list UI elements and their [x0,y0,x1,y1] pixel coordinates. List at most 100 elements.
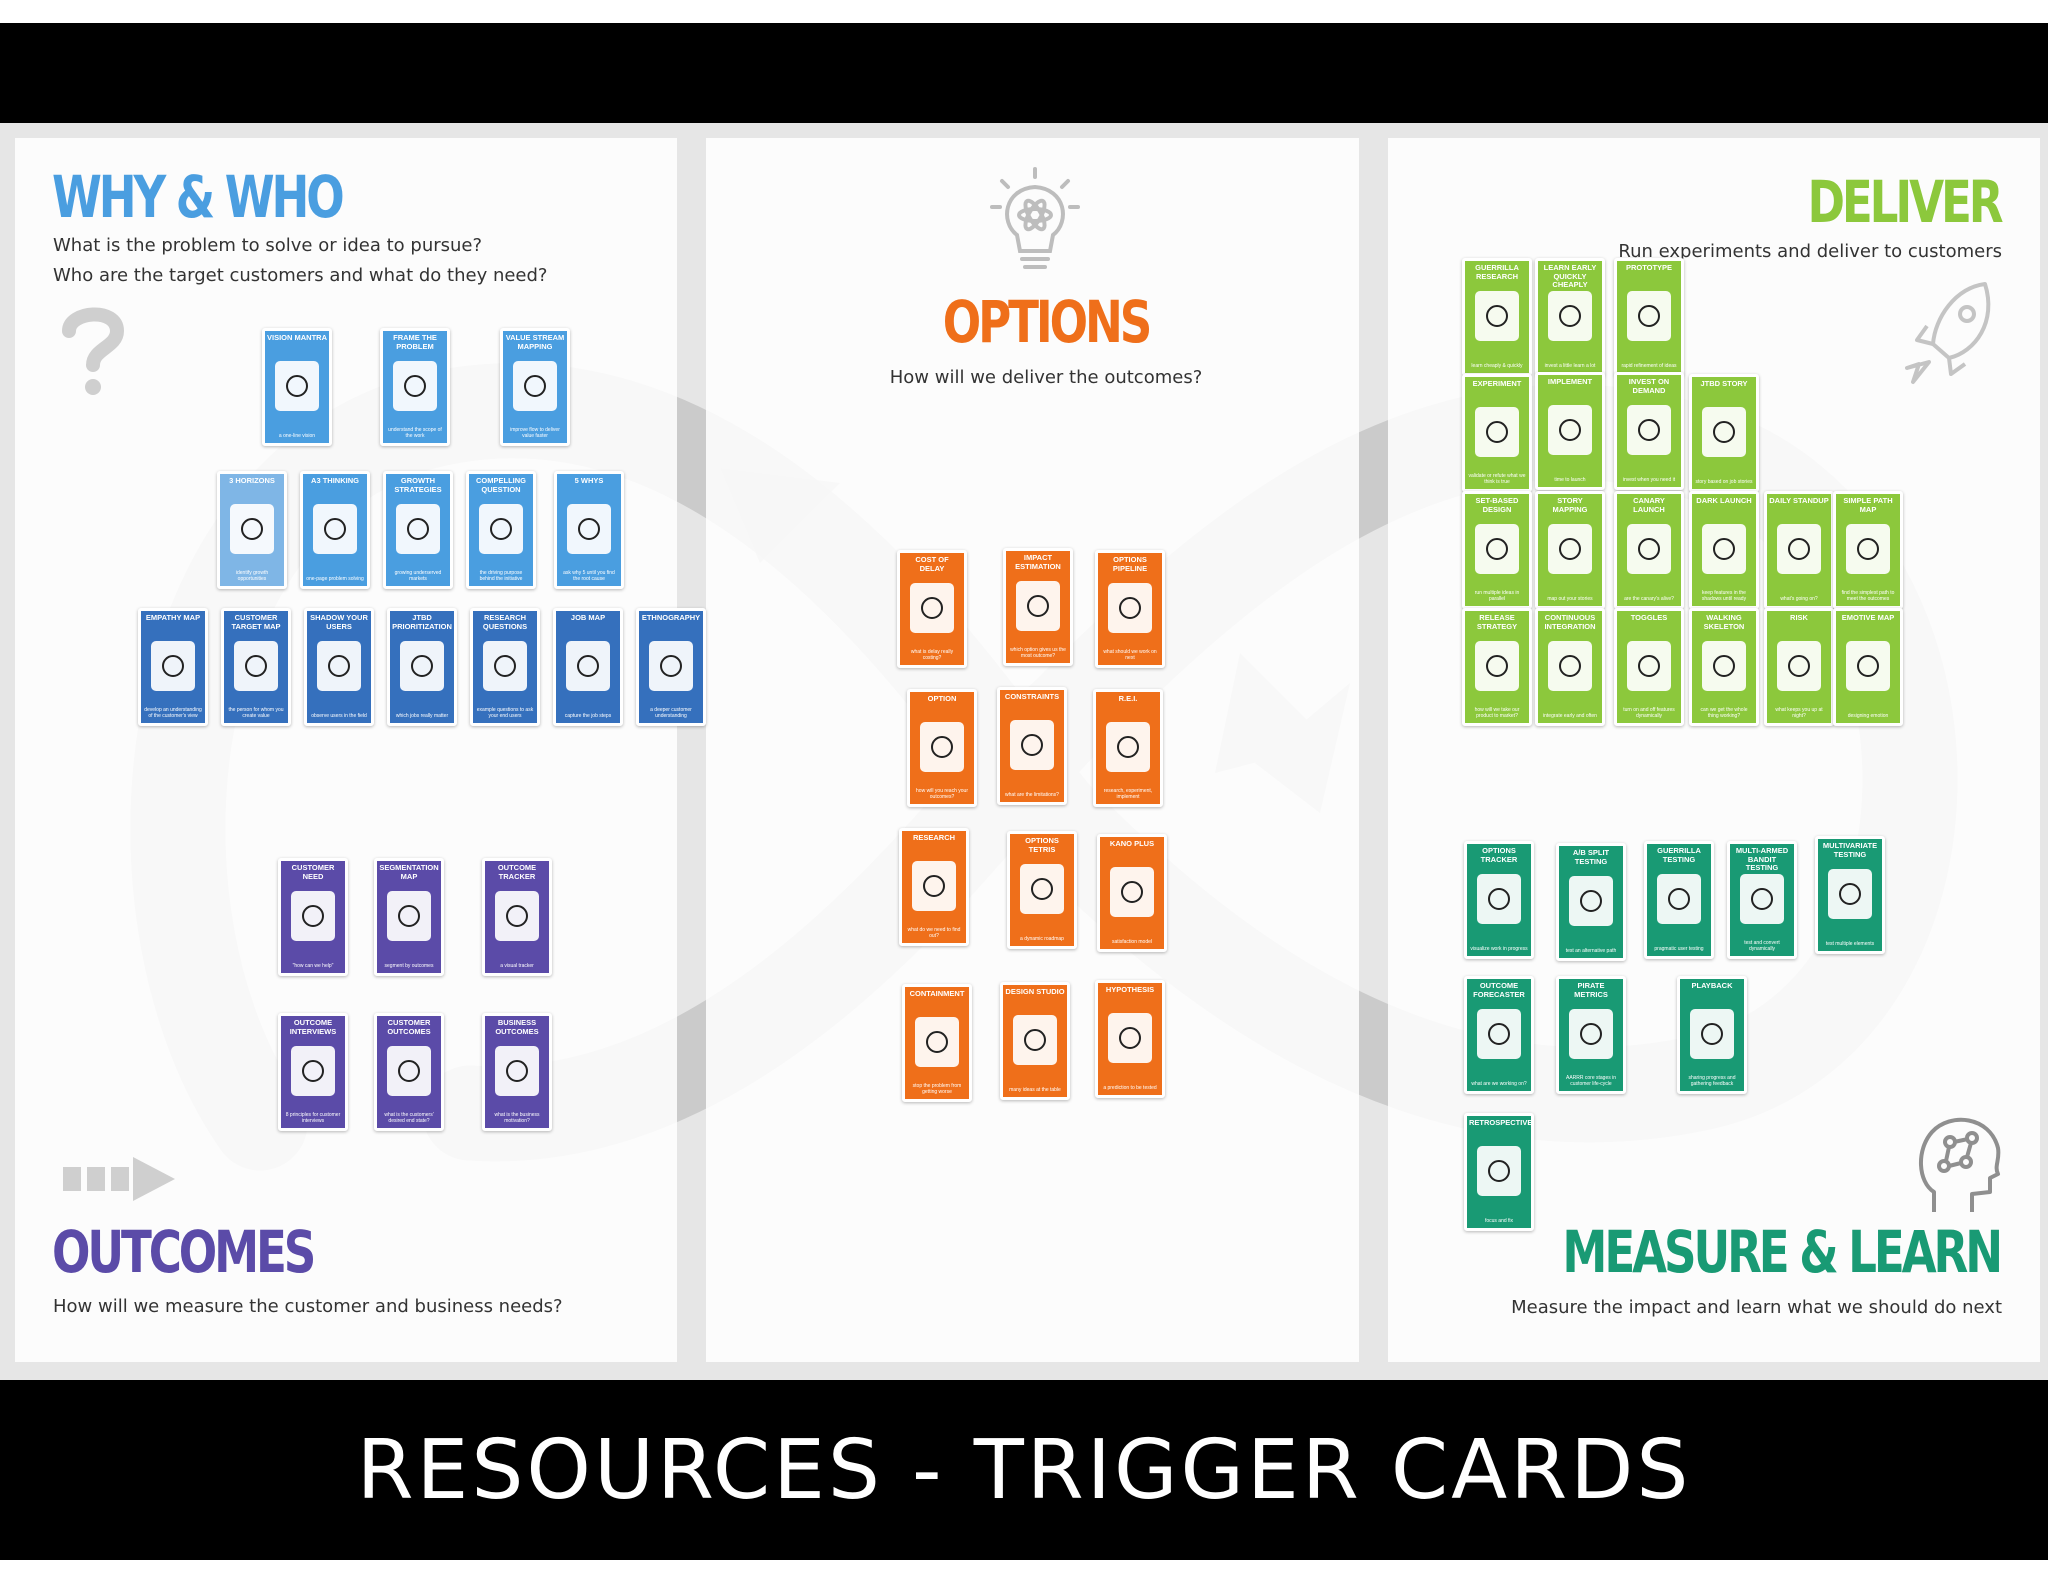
trigger-card-playback[interactable]: Playbacksharing progress and gathering f… [1677,976,1747,1094]
trigger-card-continuous-integration[interactable]: Continuous Integrationintegrate early an… [1535,608,1605,726]
trigger-card-ethnography[interactable]: Ethnographya deeper customer understandi… [636,608,706,726]
card-glyph-icon [1486,305,1508,327]
trigger-card-hypothesis[interactable]: Hypothesisa prediction to be tested [1095,980,1165,1098]
card-tagline: sharing progress and gathering feedback [1688,1075,1736,1087]
trigger-card-customer-target-map[interactable]: Customer Target Mapthe person for whom y… [221,608,291,726]
trigger-card-story-mapping[interactable]: Story Mappingmap out your stories [1535,491,1605,609]
trigger-card-guerrilla-research[interactable]: Guerrilla Researchlearn cheaply & quickl… [1462,258,1532,376]
card-title: Dark Launch [1696,496,1752,505]
trigger-card-emotive-map[interactable]: Emotive Mapdesigning emotion [1833,608,1903,726]
trigger-card-prototype[interactable]: Prototyperapid refinement of ideas [1614,258,1684,376]
trigger-card-options-tetris[interactable]: Options Tetrisa dynamic roadmap [1007,831,1077,949]
trigger-card-shadow-your-users[interactable]: Shadow Your Usersobserve users in the fi… [304,608,374,726]
trigger-card-business-outcomes[interactable]: Business Outcomeswhat is the business mo… [482,1013,552,1131]
trigger-card-walking-skeleton[interactable]: Walking Skeletoncan we get the whole thi… [1689,608,1759,726]
trigger-card-invest-on-demand[interactable]: Invest on Demandinvest when you need it [1614,372,1684,490]
trigger-card-kano-plus[interactable]: Kano Plussatisfaction model [1097,834,1167,952]
trigger-card-options-tracker[interactable]: Options Trackervisualize work in progres… [1464,841,1534,959]
trigger-card-growth-strategies[interactable]: Growth Strategiesgrowing underserved mar… [383,471,453,589]
trigger-card-guerrilla-testing[interactable]: Guerrilla Testingpragmatic user testing [1644,841,1714,959]
trigger-card-jtbd-story[interactable]: JTBD Storystory based on job stories [1689,374,1759,492]
trigger-card-release-strategy[interactable]: Release Strategyhow will we take our pro… [1462,608,1532,726]
card-illustration-icon [1846,524,1890,574]
trigger-card-multi-armed-bandit-testing[interactable]: Multi-Armed Bandit Testingtest and conve… [1727,841,1797,959]
trigger-card-options-pipeline[interactable]: Options Pipelinewhat should we work on n… [1095,550,1165,668]
trigger-card-experiment[interactable]: Experimentvalidate or refute what we thi… [1462,374,1532,492]
trigger-card-r-e-i[interactable]: R.E.I.research, experiment, implement [1093,689,1163,807]
card-glyph-icon [921,597,943,619]
trigger-card-daily-standup[interactable]: Daily Standupwhat's going on? [1764,491,1834,609]
card-illustration-icon [1013,1015,1057,1065]
trigger-card-set-based-design[interactable]: Set-Based Designrun multiple ideas in pa… [1462,491,1532,609]
trigger-card-segmentation-map[interactable]: Segmentation Mapsegment by outcomes [374,858,444,976]
card-illustration-icon [1010,720,1054,770]
trigger-card-empathy-map[interactable]: Empathy Mapdevelop an understanding of t… [138,608,208,726]
trigger-card-retrospective[interactable]: Retrospectivefocus and fix [1464,1113,1534,1231]
card-title: Guerrilla Testing [1657,846,1701,864]
trigger-card-outcome-interviews[interactable]: Outcome Interviews8 principles for custo… [278,1013,348,1131]
trigger-card-pirate-metrics[interactable]: Pirate MetricsAARRR core stages in custo… [1556,976,1626,1094]
trigger-card-compelling-question[interactable]: Compelling Questionthe driving purpose b… [466,471,536,589]
trigger-card-research-questions[interactable]: Research Questionsexample questions to a… [470,608,540,726]
trigger-card-containment[interactable]: Containmentstop the problem from getting… [902,984,972,1102]
trigger-card-cost-of-delay[interactable]: Cost of Delaywhat is delay really costin… [897,550,967,668]
trigger-card-simple-path-map[interactable]: Simple Path Mapfind the simplest path to… [1833,491,1903,609]
trigger-card-risk[interactable]: Riskwhat keeps you up at night? [1764,608,1834,726]
trigger-card-constraints[interactable]: Constraintswhat are the limitations? [997,687,1067,805]
card-tagline: visualize work in progress [1470,946,1528,952]
trigger-card-a-b-split-testing[interactable]: A/B Split Testingtest an alternative pat… [1556,843,1626,961]
card-tagline: capture the job steps [564,713,612,719]
trigger-card-implement[interactable]: Implementtime to launch [1535,372,1605,490]
trigger-card-multivariate-testing[interactable]: Multivariate Testingtest multiple elemen… [1815,836,1885,954]
trigger-card-3-horizons[interactable]: 3 Horizonsidentify growth opportunities [217,471,287,589]
trigger-card-dark-launch[interactable]: Dark Launchkeep features in the shadows … [1689,491,1759,609]
trigger-card-job-map[interactable]: Job Mapcapture the job steps [553,608,623,726]
card-title: Multi-Armed Bandit Testing [1735,846,1789,872]
trigger-card-outcome-forecaster[interactable]: Outcome Forecaster what are we working on… [1464,976,1534,1094]
card-illustration-icon [1020,864,1064,914]
trigger-card-a3-thinking[interactable]: A3 Thinkingone-page problem solving [300,471,370,589]
card-glyph-icon [1668,888,1690,910]
card-glyph-icon [490,518,512,540]
card-tagline: designing emotion [1847,713,1889,719]
card-glyph-icon [1486,538,1508,560]
card-title: Learn Early Quickly Cheaply [1543,263,1597,289]
card-illustration-icon [1016,581,1060,631]
card-illustration-icon [912,861,956,911]
card-illustration-icon [1106,722,1150,772]
trigger-card-impact-estimation[interactable]: Impact Estimationwhich option gives us t… [1003,548,1073,666]
card-glyph-icon [923,875,945,897]
trigger-card-customer-need[interactable]: Customer Need"how can we help" [278,858,348,976]
card-illustration-icon [1627,524,1671,574]
card-tagline: what are we working on? [1471,1081,1527,1087]
card-illustration-icon [1627,405,1671,455]
trigger-card-customer-outcomes[interactable]: Customer Outcomeswhat is the customers' … [374,1013,444,1131]
card-glyph-icon [1638,305,1660,327]
card-glyph-icon [245,655,267,677]
trigger-card-research[interactable]: Researchwhat do we need to find out? [899,828,969,946]
card-title: Release Strategy [1476,613,1518,631]
trigger-card-option[interactable]: Optionhow will you reach your outcomes? [907,689,977,807]
card-illustration-icon [1475,641,1519,691]
card-tagline: can we get the whole thing working? [1700,707,1748,719]
trigger-card-toggles[interactable]: Togglesturn on and off features dynamica… [1614,608,1684,726]
card-title: Business Outcomes [495,1018,539,1036]
trigger-card-design-studio[interactable]: Design Studiomany ideas at the table [1000,982,1070,1100]
card-title: Vision Mantra [267,333,327,342]
trigger-card-outcome-tracker[interactable]: Outcome Trackera visual tracker [482,858,552,976]
trigger-card-frame-the-problem[interactable]: Frame the Problemunderstand the scope of… [380,328,450,446]
card-title: Outcome Forecaster [1473,981,1525,999]
card-tagline: what's going on? [1780,596,1818,602]
trigger-card-vision-mantra[interactable]: Vision Mantraa one-line vision [262,328,332,446]
trigger-card-5-whys[interactable]: 5 Whysask why 5 until you find the root … [554,471,624,589]
trigger-card-value-stream-mapping[interactable]: Value Stream Mappingimprove flow to deli… [500,328,570,446]
why-who-title: WHY & WHO [52,163,345,231]
card-title: Retrospective [1469,1118,1533,1127]
card-glyph-icon [1788,655,1810,677]
trigger-card-jtbd-prioritization[interactable]: JTBD Prioritizationwhich jobs really mat… [387,608,457,726]
trigger-card-learn-early-quickly-cheaply[interactable]: Learn Early Quickly Cheaplyinvest a litt… [1535,258,1605,376]
trigger-card-canary-launch[interactable]: Canary Launchare the canary's alive? [1614,491,1684,609]
card-illustration-icon [387,1046,431,1096]
card-glyph-icon [1580,1023,1602,1045]
card-tagline: run multiple ideas in parallel [1474,590,1520,602]
